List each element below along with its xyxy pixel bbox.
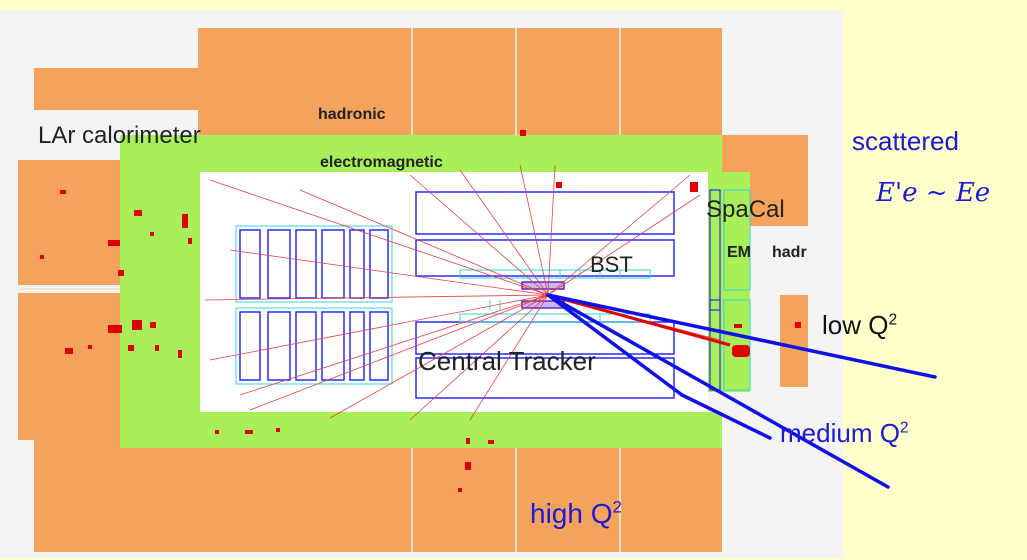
spacal-label: SpaCal bbox=[706, 196, 785, 223]
em-label: EM bbox=[727, 244, 751, 261]
electromagnetic-label: electromagnetic bbox=[320, 154, 443, 171]
medium-q2-sup: 2 bbox=[899, 419, 909, 437]
high-q2-sup: 2 bbox=[612, 497, 622, 517]
lar-calorimeter-lower bbox=[18, 293, 808, 552]
medium-q2-text: medium Q bbox=[780, 418, 900, 448]
central-tracker-label: Central Tracker bbox=[418, 346, 596, 376]
electron-track bbox=[547, 293, 731, 347]
energy-deposits bbox=[40, 130, 801, 492]
energy-formula: E'e ~ Ee bbox=[876, 178, 991, 208]
high-q2-label: high Q2 bbox=[530, 498, 622, 530]
medium-q2-label: medium Q2 bbox=[780, 418, 909, 449]
low-q2-text: low Q bbox=[822, 310, 889, 340]
bst-label: BST bbox=[590, 252, 633, 277]
low-q2-label: low Q2 bbox=[822, 310, 897, 341]
inner-region bbox=[200, 172, 708, 412]
hadronic-tracks bbox=[204, 164, 721, 421]
hadronic-label: hadronic bbox=[318, 106, 386, 123]
hadr-label: hadr bbox=[772, 244, 807, 261]
scattering-angle-lines bbox=[546, 293, 937, 489]
scattered-label: scattered bbox=[852, 126, 959, 156]
low-q2-sup: 2 bbox=[888, 311, 898, 329]
lar-calorimeter-label: LAr calorimeter bbox=[38, 122, 201, 149]
high-q2-text: high Q bbox=[530, 498, 613, 529]
